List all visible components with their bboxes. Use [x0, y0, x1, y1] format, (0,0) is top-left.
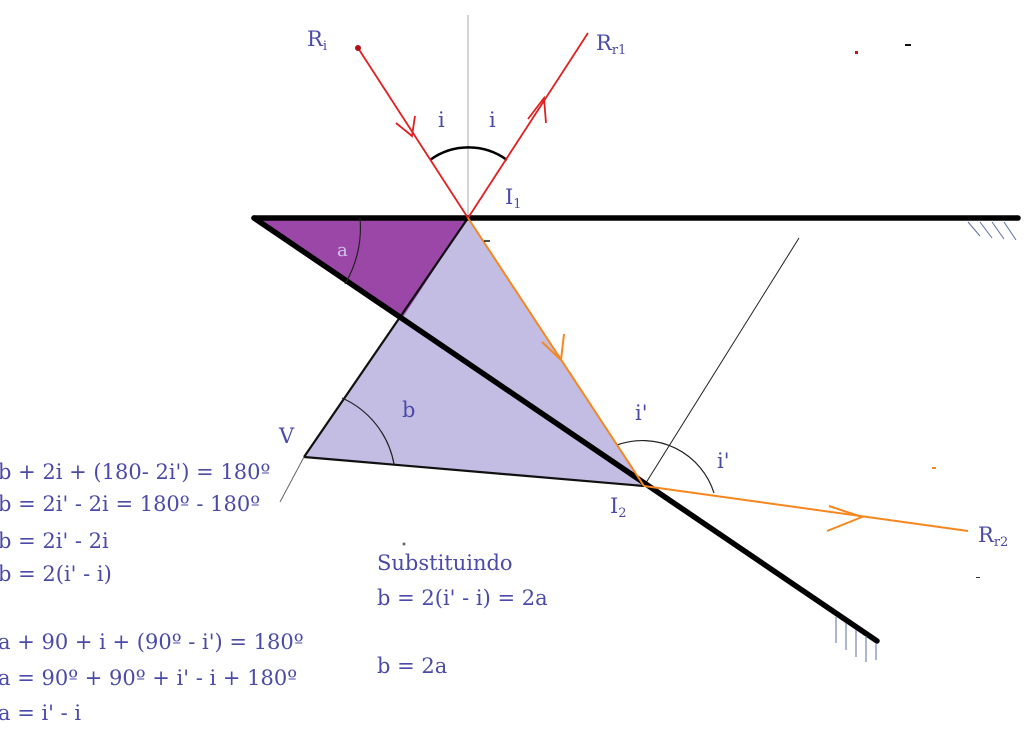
reflected2-arrowhead: [826, 505, 865, 532]
incident-start-dot: [355, 45, 361, 51]
label-angle-b: b: [402, 398, 416, 422]
equation-center-1: b = 2(i' - i) = 2a: [377, 586, 548, 610]
angle-arc-i2: [616, 439, 715, 494]
ray-i1-i2: [467, 217, 645, 487]
stray-mark-black: [905, 44, 911, 46]
label-reflected-ray-2: Rr2: [978, 523, 1009, 550]
mirror-slanted: [251, 215, 880, 644]
stray-mark-gray: [976, 577, 980, 578]
equation-center-heading: Substituindo: [377, 551, 513, 575]
label-point-i1: I1: [505, 185, 522, 212]
normal-line-2: [643, 237, 800, 487]
stray-mark-orange: [932, 467, 936, 469]
label-angle-i-left: i: [438, 108, 445, 132]
label-angle-i2-right: i': [717, 449, 730, 473]
label-reflected-ray-1: Rr1: [596, 31, 627, 58]
equation-left-2: b = 2i' - 2i = 180º - 180º: [0, 492, 261, 516]
angle-arc-i-i: [429, 146, 508, 162]
label-incident-ray: Ri: [307, 27, 327, 54]
mirror-top-hatch: [967, 221, 1017, 241]
equation-left-7: a = i' - i: [0, 701, 82, 725]
equation-left-5: a + 90 + i + (90º - i') = 180º: [0, 630, 304, 654]
label-point-i2: I2: [610, 494, 627, 521]
reflected1-arrowhead: [527, 95, 547, 124]
reflected-ray-2: [643, 485, 969, 532]
label-angle-i-right: i: [489, 108, 496, 132]
dash-near-v: [279, 456, 305, 503]
angle-arc-a: [344, 217, 362, 285]
stray-dot: [402, 542, 406, 546]
label-vertex: V: [279, 424, 295, 448]
equation-left-1: b + 2i + (180- 2i') = 180º: [0, 460, 271, 484]
label-angle-a: a: [337, 240, 348, 261]
incident-arrowhead: [395, 115, 416, 138]
reflected-ray-1: [467, 32, 589, 219]
triangle-edge-v-i2: [303, 455, 645, 488]
equation-left-3: b = 2i' - 2i: [0, 529, 109, 553]
ray-i1-i2-arrowhead: [541, 333, 565, 363]
angle-arc-b: [341, 397, 395, 465]
triangle-edge-v-i1: [303, 217, 469, 458]
triangle-light: [304, 218, 644, 486]
label-angle-i2-top: i': [635, 401, 648, 425]
equation-center-2: b = 2a: [377, 654, 448, 678]
mirror-slanted-hatch: [835, 617, 877, 662]
equation-left-6: a = 90º + 90º + i' - i + 180º: [0, 666, 298, 690]
equation-left-4: b = 2(i' - i): [0, 562, 112, 586]
stray-mark-red: [855, 51, 858, 54]
